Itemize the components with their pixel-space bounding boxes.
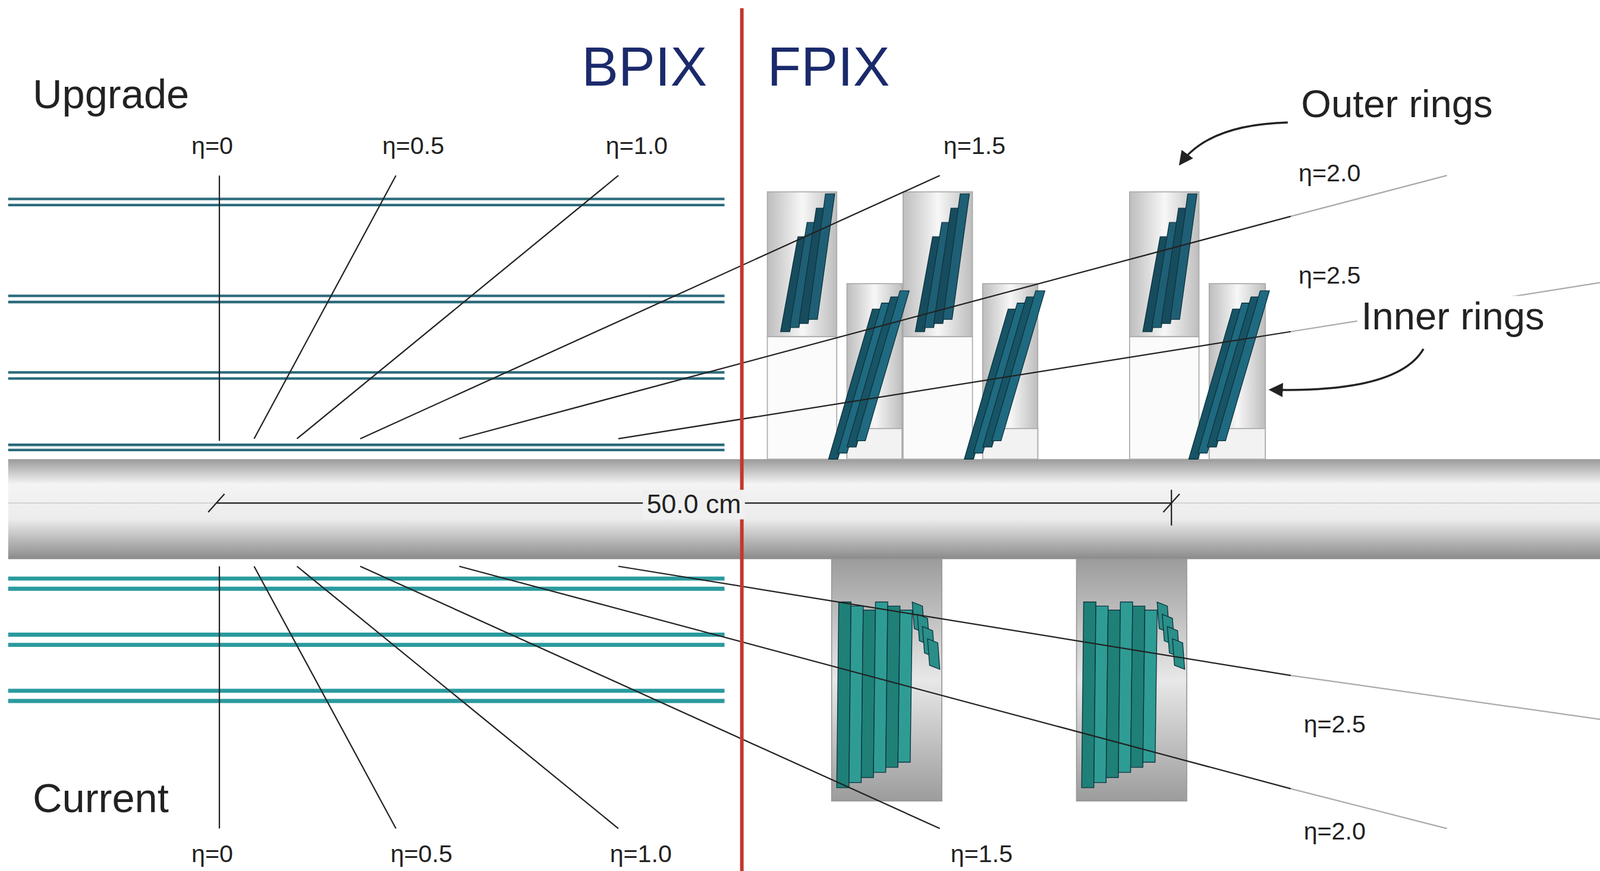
dimension-label: 50.0 cm <box>642 489 746 520</box>
callout-label: Inner rings <box>1357 296 1549 339</box>
eta-label: η=0 <box>191 132 234 160</box>
pixel-module <box>942 193 970 320</box>
pixel-module <box>991 290 1045 441</box>
eta-label: η=0 <box>191 840 234 868</box>
eta-label: η=2.0 <box>1298 159 1361 187</box>
upgrade-fpix-housings <box>767 192 1266 460</box>
eta-label: η=1.0 <box>605 132 668 160</box>
callout-arrow <box>1180 122 1288 164</box>
region-label: FPIX <box>767 36 891 98</box>
upgrade-fpix-modules <box>780 193 1270 460</box>
eta-label: η=1.0 <box>610 840 672 868</box>
upgrade-barrel-layers <box>8 199 725 451</box>
divider-line <box>740 8 744 871</box>
pixel-module <box>927 638 941 669</box>
eta-label: η=0.5 <box>390 840 453 868</box>
pixel-module <box>1172 638 1185 669</box>
eta-lines <box>219 175 1600 829</box>
eta-label: η=2.5 <box>1298 262 1361 289</box>
eta-label: η=0.5 <box>382 132 445 160</box>
beam-pipe <box>8 459 1600 559</box>
panel-title: Upgrade <box>32 71 190 117</box>
eta-label: η=1.5 <box>943 132 1006 160</box>
pixel-module <box>1170 193 1197 320</box>
pixel-module <box>1216 290 1270 441</box>
pixel-module <box>856 290 910 441</box>
callout-arrow <box>1271 349 1424 391</box>
pixel-module <box>808 193 835 320</box>
eta-label: η=2.5 <box>1299 711 1370 738</box>
eta-label: η=1.5 <box>950 840 1013 868</box>
eta-label: η=2.0 <box>1299 818 1370 845</box>
callout-label: Outer rings <box>1300 83 1493 127</box>
region-label: BPIX <box>581 36 707 98</box>
panel-title: Current <box>32 775 169 821</box>
dimension-line <box>208 489 1180 526</box>
pixel-module <box>1142 610 1158 763</box>
